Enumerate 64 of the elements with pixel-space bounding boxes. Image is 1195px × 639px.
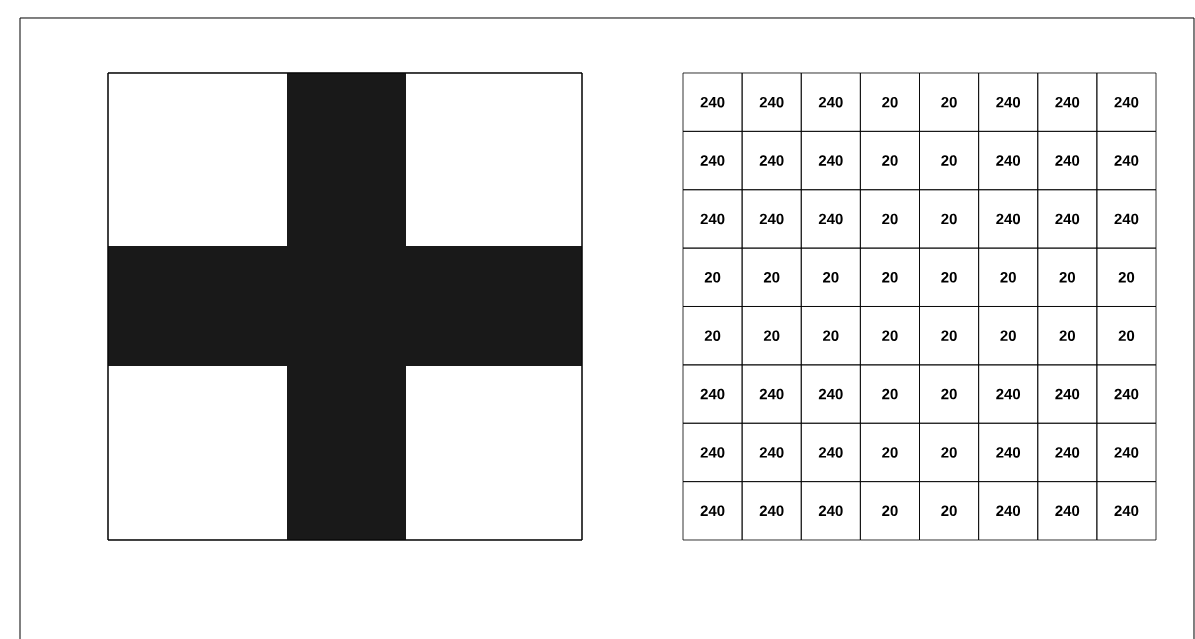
- table-cell: 240: [1096, 72, 1157, 132]
- table-cell: 240: [978, 130, 1039, 191]
- table-cell: 20: [919, 247, 979, 307]
- table-cell: 240: [800, 364, 861, 424]
- table-cell: 240: [1096, 364, 1157, 424]
- table-cell: 20: [919, 306, 979, 366]
- table-cell: 240: [1037, 72, 1098, 132]
- table-cell: 240: [682, 481, 743, 541]
- table-cell: 240: [741, 422, 802, 482]
- table-cell: 240: [741, 72, 802, 132]
- table-cell: 20: [919, 364, 979, 424]
- table-cell: 240: [741, 130, 802, 191]
- table-cell: 240: [741, 481, 802, 541]
- table-cell: 240: [800, 189, 861, 249]
- table-cell: 20: [741, 306, 802, 366]
- table-cell: 20: [919, 481, 979, 541]
- table-cell: 240: [682, 72, 743, 132]
- table-cell: 240: [800, 72, 861, 132]
- table-cell: 20: [919, 72, 979, 132]
- table-cell: 240: [978, 189, 1039, 249]
- table-cell: 20: [919, 422, 979, 482]
- table-cell: 20: [860, 189, 920, 249]
- table-cell: 240: [1096, 481, 1157, 541]
- table-cell: 240: [1037, 481, 1098, 541]
- table-cell: 20: [860, 72, 920, 132]
- table-cell: 20: [1037, 306, 1098, 366]
- table-cell: 20: [741, 247, 802, 307]
- table-cell: 20: [919, 189, 979, 249]
- table-cell: 20: [800, 306, 861, 366]
- table-cell: 240: [1096, 189, 1157, 249]
- table-cell: 240: [978, 422, 1039, 482]
- table-cell: 20: [682, 247, 743, 307]
- table-cell: 20: [860, 364, 920, 424]
- table-cell: 240: [800, 481, 861, 541]
- table-cell: 20: [919, 130, 979, 191]
- table-cell: 20: [860, 247, 920, 307]
- table-cell: 20: [682, 306, 743, 366]
- table-cell: 240: [682, 189, 743, 249]
- table-cell: 240: [978, 364, 1039, 424]
- table-cell: 240: [1096, 130, 1157, 191]
- table-cell: 240: [800, 422, 861, 482]
- table-cell: 20: [978, 247, 1039, 307]
- table-cell: 240: [978, 72, 1039, 132]
- table-cell: 240: [682, 364, 743, 424]
- table-cell: 240: [1037, 189, 1098, 249]
- table-cell: 240: [741, 189, 802, 249]
- table-cell: 20: [1096, 306, 1157, 366]
- table-cell: 240: [1037, 364, 1098, 424]
- table-cell: 20: [978, 306, 1039, 366]
- table-cell: 20: [860, 130, 920, 191]
- table-cell: 20: [860, 422, 920, 482]
- table-cell: 240: [1096, 422, 1157, 482]
- table-cell: 20: [800, 247, 861, 307]
- table-cell: 240: [741, 364, 802, 424]
- table-cell: 20: [1096, 247, 1157, 307]
- table-cell: 20: [860, 481, 920, 541]
- table-cell: 240: [1037, 130, 1098, 191]
- table-cell: 240: [1037, 422, 1098, 482]
- table-cell: 240: [800, 130, 861, 191]
- table-cell: 240: [682, 422, 743, 482]
- table-cell: 240: [978, 481, 1039, 541]
- table-cell: 240: [682, 130, 743, 191]
- table-cell: 20: [1037, 247, 1098, 307]
- table-cell: 20: [860, 306, 920, 366]
